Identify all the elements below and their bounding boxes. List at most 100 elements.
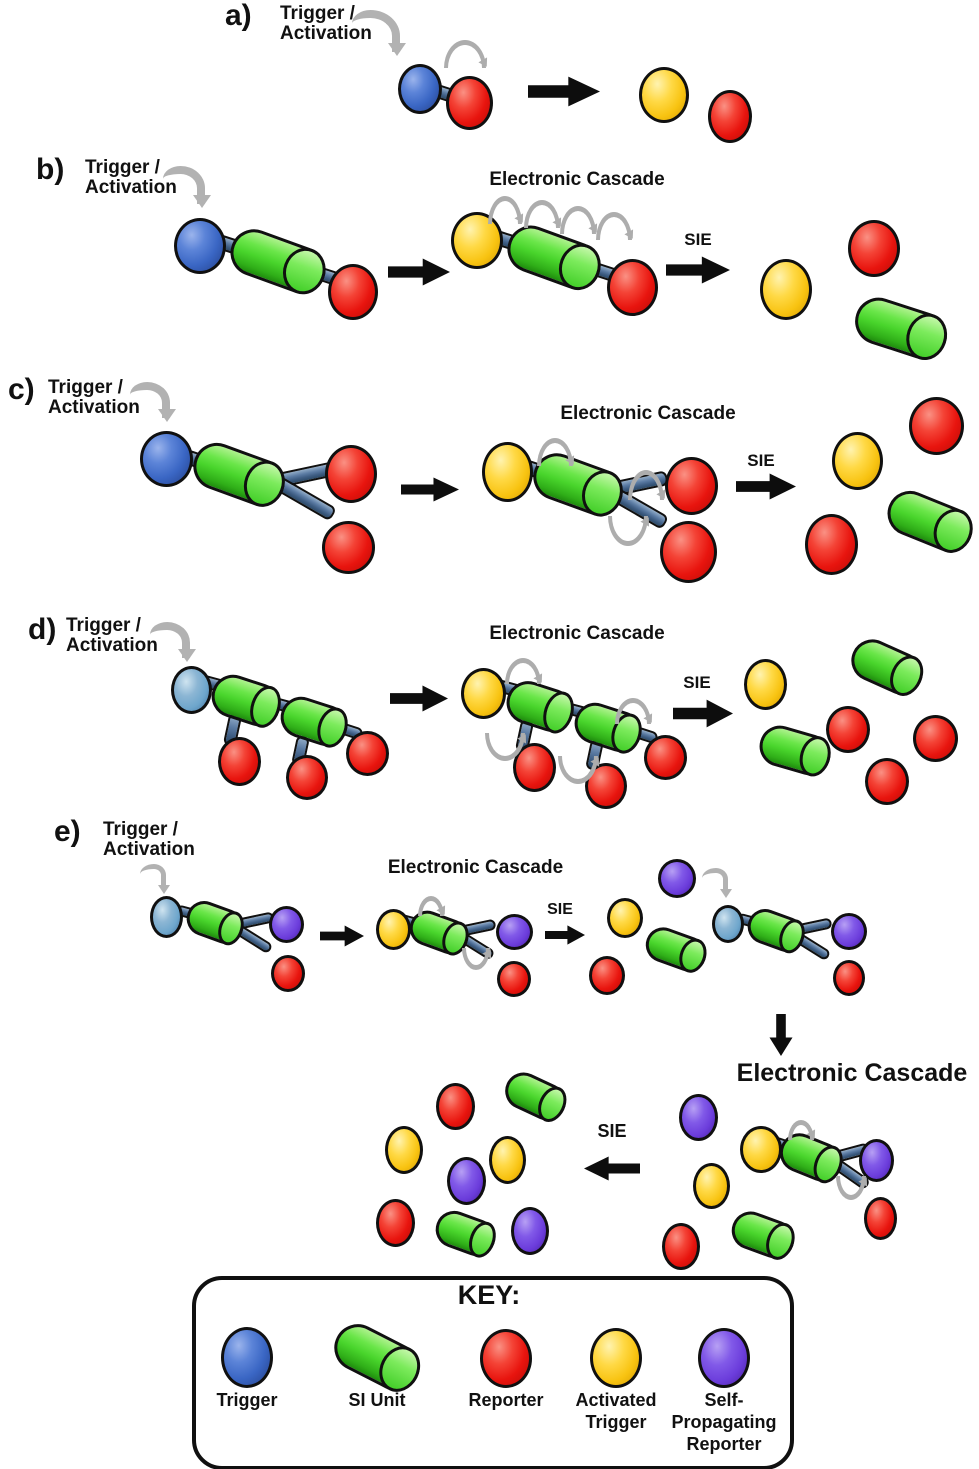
electronic-cascade-label: Electronic Cascade — [489, 169, 665, 190]
cylinder-cap — [532, 1081, 572, 1127]
cylinder-cap — [244, 681, 286, 732]
self-propagating-reporter-sphere — [831, 913, 867, 950]
si-unit-cylinder — [430, 1205, 501, 1262]
trigger-sphere — [140, 431, 193, 487]
trigger-activation-label: Trigger / Activation — [85, 157, 177, 198]
si-unit-cylinder — [186, 436, 292, 513]
reaction-arrow-icon — [388, 258, 450, 286]
reporter-sphere — [376, 1199, 415, 1247]
self-propagating-reporter-sphere — [511, 1207, 549, 1255]
electronic-cascade-label: Electronic Cascade — [387, 857, 564, 878]
reporter-sphere — [913, 715, 958, 762]
trigger-sphere — [171, 666, 212, 714]
reporter-sphere — [848, 220, 900, 277]
panel-d-letter: d) — [28, 613, 57, 646]
reaction-arrow-icon — [390, 685, 448, 712]
key-title: KEY: — [457, 1280, 521, 1310]
self-propagating-reporter-sphere — [859, 1139, 894, 1182]
self-propagating-reporter-sphere — [496, 914, 533, 950]
cylinder-cap — [761, 1218, 800, 1264]
electronic-cascade-label: Electronic Cascade — [560, 403, 736, 424]
panel-a-letter: a) — [225, 0, 252, 32]
self-propagating-reporter-sphere — [269, 906, 304, 943]
cascade-loop-icon — [560, 206, 596, 234]
sie-arrow-icon — [736, 473, 796, 500]
trigger-arrow-icon — [150, 622, 196, 662]
key-activated-trigger-sphere — [590, 1328, 642, 1388]
cascade-loop-icon — [537, 438, 573, 466]
cylinder-cap — [237, 454, 292, 513]
cascade-loop-icon — [505, 658, 541, 684]
reporter-sphere — [218, 737, 261, 786]
cylinder-cap — [276, 241, 333, 301]
sie-arrow-icon — [666, 256, 730, 284]
activated-trigger-sphere — [482, 442, 533, 502]
cascade-loop-icon — [524, 200, 560, 228]
si-unit-cylinder — [499, 1066, 572, 1127]
key-trigger-label: Trigger — [216, 1390, 278, 1410]
propagation-arrow-icon — [702, 868, 732, 898]
sie-arrow-icon — [673, 699, 733, 728]
trigger-arrow-icon — [352, 10, 406, 56]
trigger-sphere — [398, 64, 442, 114]
reaction-arrow-icon — [320, 925, 364, 947]
sie-arrow-icon — [545, 925, 585, 945]
trigger-arrow-icon — [163, 166, 211, 208]
reporter-sphere — [585, 763, 627, 809]
cascade-loop-icon — [608, 516, 648, 546]
reporter-sphere — [497, 961, 531, 997]
activated-trigger-sphere — [744, 659, 787, 710]
si-unit-cylinder — [742, 904, 810, 957]
cascade-loop-icon — [488, 196, 522, 224]
key-activated-trigger-label: Activated Trigger — [575, 1390, 657, 1432]
activated-trigger-sphere — [693, 1163, 730, 1209]
reaction-arrow-icon — [401, 477, 459, 502]
reporter-sphere — [325, 445, 377, 503]
trigger-sphere — [712, 905, 744, 943]
sie-label: SIE — [683, 673, 711, 692]
reporter-sphere — [436, 1083, 475, 1130]
reporter-sphere — [271, 955, 305, 992]
si-unit-cylinder — [844, 632, 930, 702]
reporter-sphere — [909, 397, 964, 455]
trigger-activation-label: Trigger / Activation — [48, 377, 140, 418]
activated-trigger-sphere — [489, 1136, 526, 1184]
panel-e-letter: e) — [54, 815, 81, 848]
activated-trigger-sphere — [607, 898, 643, 938]
cylinder-cap — [213, 907, 249, 949]
trigger-activation-label: Trigger / Activation — [66, 615, 158, 656]
reporter-sphere — [589, 956, 625, 995]
reporter-sphere — [665, 457, 718, 515]
cascade-loop-icon — [788, 1120, 814, 1140]
key-reporter-sphere — [480, 1329, 532, 1388]
trigger-sphere — [150, 896, 183, 938]
cascade-loop-icon — [615, 698, 651, 724]
cylinder-cap — [576, 464, 630, 523]
reporter-sphere — [662, 1223, 700, 1270]
cylinder-cap — [899, 308, 953, 366]
sie-label: SIE — [597, 1121, 627, 1141]
trigger-activation-label: Trigger / Activation — [103, 819, 195, 860]
electronic-cascade-label: Electronic Cascade — [489, 623, 665, 644]
cascade-loop-icon — [418, 896, 444, 916]
si-unit-cylinder — [726, 1206, 800, 1264]
sie-label: SIE — [747, 451, 775, 470]
trigger-arrow-icon — [130, 382, 176, 422]
reporter-sphere — [607, 259, 658, 316]
key-reporter-label: Reporter — [468, 1390, 544, 1410]
reporter-sphere — [826, 706, 870, 753]
trigger-sphere — [174, 218, 226, 274]
panel-c-letter: c) — [8, 373, 35, 406]
cylinder-cap — [538, 687, 579, 738]
self-propagating-reporter-sphere — [679, 1094, 718, 1141]
reporter-sphere — [446, 76, 493, 130]
self-propagating-reporter-sphere — [447, 1157, 486, 1205]
cascade-loop-icon — [462, 948, 490, 970]
reporter-sphere — [833, 960, 865, 996]
reporter-sphere — [644, 735, 687, 780]
activated-trigger-sphere — [461, 668, 506, 719]
key-si-unit-label: SI Unit — [348, 1390, 406, 1410]
cylinder-cap — [674, 934, 712, 977]
cascade-loop-icon — [596, 212, 632, 240]
